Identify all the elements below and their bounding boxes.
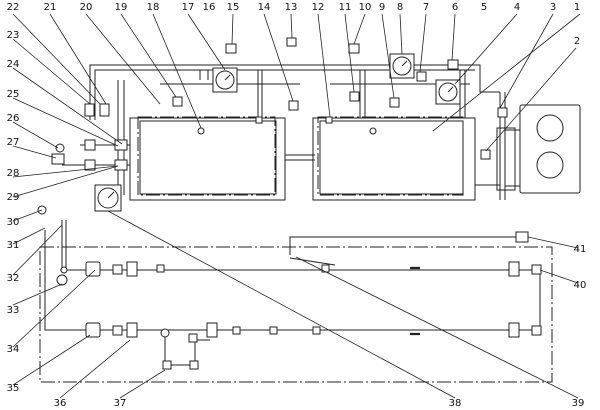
upper-components — [37, 37, 508, 215]
label-36: 36 — [54, 398, 67, 409]
label-29: 29 — [7, 192, 20, 203]
label-4: 4 — [514, 2, 520, 13]
label-34: 34 — [7, 344, 20, 355]
label-27: 27 — [7, 137, 20, 148]
label-24: 24 — [7, 59, 20, 70]
label-38: 38 — [449, 398, 462, 409]
label-21: 21 — [44, 2, 57, 13]
label-8: 8 — [397, 2, 403, 13]
label-32: 32 — [7, 273, 20, 284]
label-12: 12 — [312, 2, 325, 13]
label-6: 6 — [452, 2, 458, 13]
label-10: 10 — [359, 2, 372, 13]
tank-left — [129, 116, 286, 201]
label-1: 1 — [574, 2, 580, 13]
label-41: 41 — [574, 244, 587, 255]
label-2: 2 — [574, 36, 580, 47]
label-33: 33 — [7, 305, 20, 316]
label-28: 28 — [7, 168, 20, 179]
label-16: 16 — [203, 2, 216, 13]
label-9: 9 — [379, 2, 385, 13]
label-13: 13 — [285, 2, 298, 13]
label-37: 37 — [114, 398, 127, 409]
leader-lines — [12, 13, 581, 399]
label-22: 22 — [7, 2, 20, 13]
label-25: 25 — [7, 89, 20, 100]
lower-loop — [39, 220, 553, 383]
label-17: 17 — [182, 2, 195, 13]
label-5: 5 — [481, 2, 487, 13]
label-26: 26 — [7, 113, 20, 124]
label-3: 3 — [550, 2, 556, 13]
label-40: 40 — [574, 280, 587, 291]
label-11: 11 — [339, 2, 352, 13]
tank-right — [312, 116, 476, 201]
heat-source-unit — [496, 104, 581, 194]
label-7: 7 — [423, 2, 429, 13]
label-15: 15 — [227, 2, 240, 13]
label-23: 23 — [7, 30, 20, 41]
label-18: 18 — [147, 2, 160, 13]
label-20: 20 — [80, 2, 93, 13]
label-31: 31 — [7, 240, 20, 251]
part-labels: 1 2 3 4 5 6 7 8 9 10 11 12 13 14 15 16 1… — [7, 2, 587, 409]
label-30: 30 — [7, 217, 20, 228]
label-35: 35 — [7, 383, 20, 394]
label-39: 39 — [572, 398, 585, 409]
label-19: 19 — [115, 2, 128, 13]
label-14: 14 — [258, 2, 271, 13]
